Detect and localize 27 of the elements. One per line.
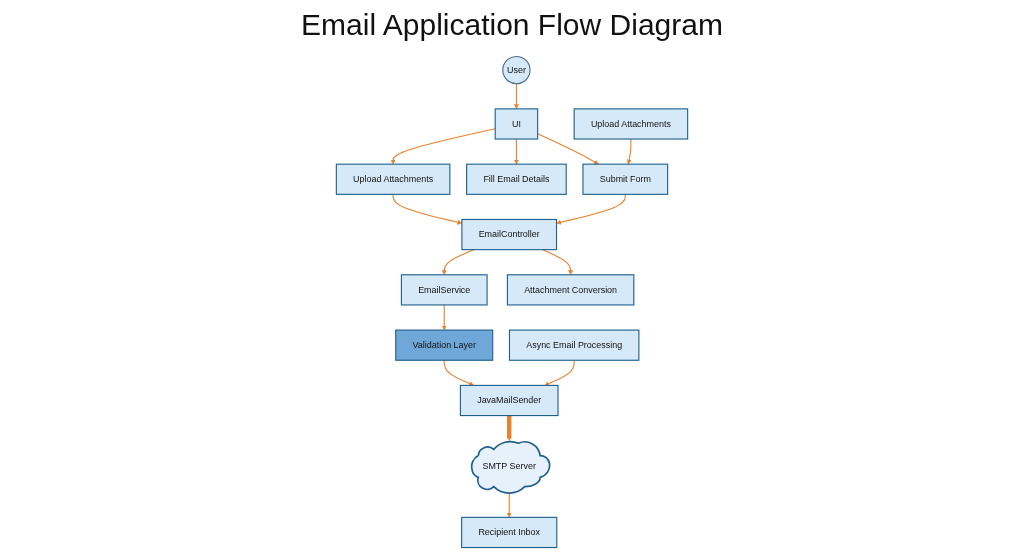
arrow bbox=[390, 128, 496, 165]
node-box: Submit Form bbox=[582, 163, 669, 195]
arrow bbox=[443, 359, 474, 386]
node-box: Fill Email Details bbox=[466, 163, 567, 195]
node-box: Attachment Conversion bbox=[506, 274, 635, 306]
node-box: EmailService bbox=[400, 274, 488, 306]
arrow bbox=[441, 249, 475, 275]
arrow bbox=[513, 138, 519, 165]
arrow bbox=[506, 415, 512, 441]
node-box: Recipient Inbox bbox=[461, 516, 558, 549]
node-box: Async Email Processing bbox=[508, 329, 640, 361]
arrow bbox=[542, 249, 574, 275]
node-box: JavaMailSender bbox=[459, 384, 559, 417]
node-box: EmailController bbox=[461, 218, 558, 251]
node-box: Upload Attachments bbox=[335, 163, 451, 195]
arrow bbox=[513, 83, 519, 110]
arrow bbox=[626, 138, 632, 165]
arrow bbox=[556, 193, 626, 225]
node-box: UI bbox=[494, 108, 539, 140]
arrow bbox=[441, 304, 447, 331]
node-box: Validation Layer bbox=[395, 329, 494, 361]
node-circle: User bbox=[502, 55, 531, 85]
arrow bbox=[537, 133, 599, 165]
arrow bbox=[544, 359, 575, 386]
arrow bbox=[506, 491, 512, 518]
diagram-title: Email Application Flow Diagram bbox=[300, 8, 724, 42]
node-box: Upload Attachments bbox=[573, 108, 689, 140]
